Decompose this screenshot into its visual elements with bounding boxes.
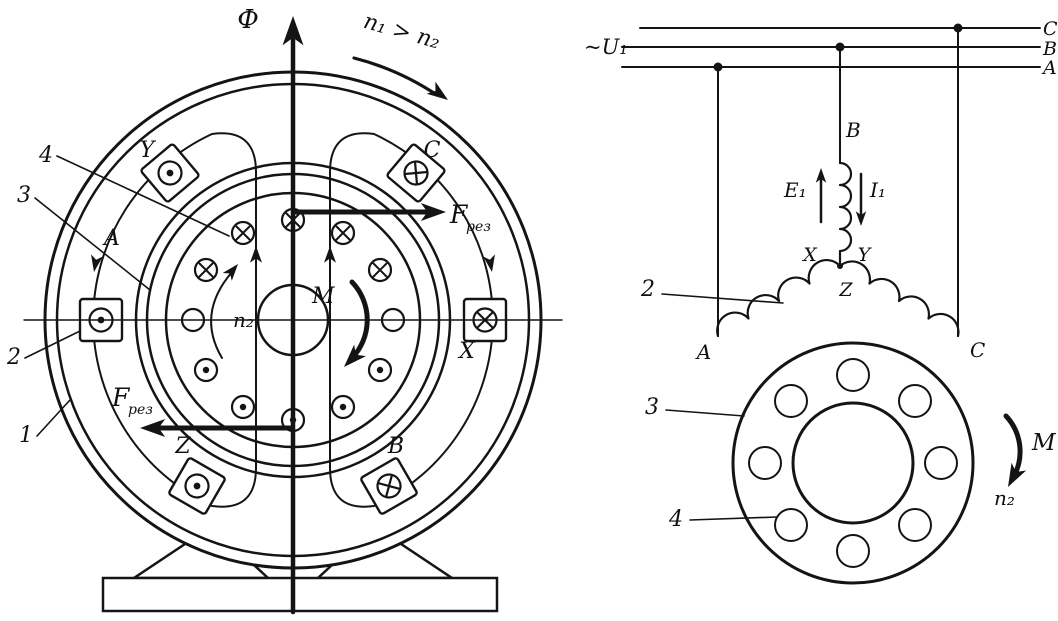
stator-coil-Y [140,143,200,203]
rotor-conductor-cross [230,220,256,246]
force-label-bottom-sub: рез [128,402,153,418]
winding-callout-line [661,293,784,304]
terminal-label-Y: Y [858,244,873,266]
rotor-core-circle [731,341,975,585]
rotor-conductor-dot [193,357,219,383]
rotor-bar [898,384,932,418]
current-label: I₁ [869,178,886,202]
rotor-speed-label: n₂ [994,486,1015,510]
stator-coil-B [360,457,418,515]
supply-voltage-label: ~U₁ [584,35,628,59]
winding-C-coil [838,260,960,338]
rotor-bar [774,508,808,542]
stator-coil-Z [168,457,226,515]
current-arrow: I₁ [855,172,886,226]
rotor-conductor-cross [367,257,393,283]
callout-2: 2 [6,345,21,370]
coil-label-Z: Z [174,434,191,459]
callout-3: 3 [17,183,31,208]
rotor-bars [748,358,958,568]
terminal-label-X: X [801,244,818,266]
rotor-bar [836,358,870,392]
flux-label: Ф [237,5,259,35]
core-callout-line [665,409,745,417]
motor-cross-section: Y C A X Z B F рез [6,5,563,615]
emf-label: E₁ [783,178,807,202]
motor-base [101,524,499,613]
rotor-bar [774,384,808,418]
motor-callouts: 4 3 2 1 [6,143,230,448]
coil-label-A: A [102,226,120,251]
rotor-bore-circle [791,401,915,525]
line-label-B: B [1042,38,1057,60]
rotor-bar [924,446,958,480]
flux-loop-left [92,132,257,508]
force-label-top: F [449,200,469,229]
line-label-A: A [1041,57,1057,79]
flux-axis: Ф [237,5,304,615]
terminal-label-Z: Z [838,279,853,301]
rotor-torque-label: M [1031,430,1057,456]
line-label-C: C [1043,18,1058,40]
rotor-torque-arrow: M n₂ [994,413,1057,510]
core-callout-3: 3 [645,395,659,420]
rotor-conductor-dot [330,394,356,420]
base-plate [101,576,499,613]
callout-1: 1 [19,423,33,448]
rotor-conductor-cross [330,220,356,246]
rotor-conductors [180,207,406,433]
rotor-end-view: 3 4 M n₂ [645,341,1057,585]
circuit-schematic: C B A ~U₁ B E₁ I₁ X Y Z A C [584,18,1058,364]
rotor-conductor-dot [367,357,393,383]
phase-label-B: B [845,118,861,142]
rotor-bar [748,446,782,480]
coil-label-X: X [457,339,476,364]
force-arrow-top: F рез [293,200,491,235]
rotor-bar [836,534,870,568]
winding-B-coil [838,161,853,268]
force-label-bottom: F [111,383,131,412]
coil-label-C: C [424,138,441,163]
stator-coils: Y C A X Z B [78,138,508,515]
force-arrow-bottom: F рез [111,383,293,437]
stator-coil-C [386,143,446,203]
rotor-conductor-cross [193,257,219,283]
flux-loops [88,132,498,508]
rotor-bar [898,508,932,542]
winding-A-coil [716,259,842,338]
coil-label-Y: Y [140,138,157,163]
phase-label-C: C [970,338,985,362]
speed-relation-arrowhead-icon [426,81,453,107]
phase-label-A: A [695,340,711,364]
torque-label: M [311,284,335,309]
rotor-conductor-dot [230,394,256,420]
bar-callout-4: 4 [668,507,683,532]
speed-relation-label: n₁ > n₂ [361,9,443,55]
force-label-top-sub: рез [466,219,491,235]
coil-label-B: B [387,434,404,459]
callout-4: 4 [38,143,53,168]
bar-callout-line [689,516,778,521]
winding-callout-2: 2 [640,277,655,302]
flux-loop-right [329,132,494,508]
emf-arrow: E₁ [783,168,827,224]
